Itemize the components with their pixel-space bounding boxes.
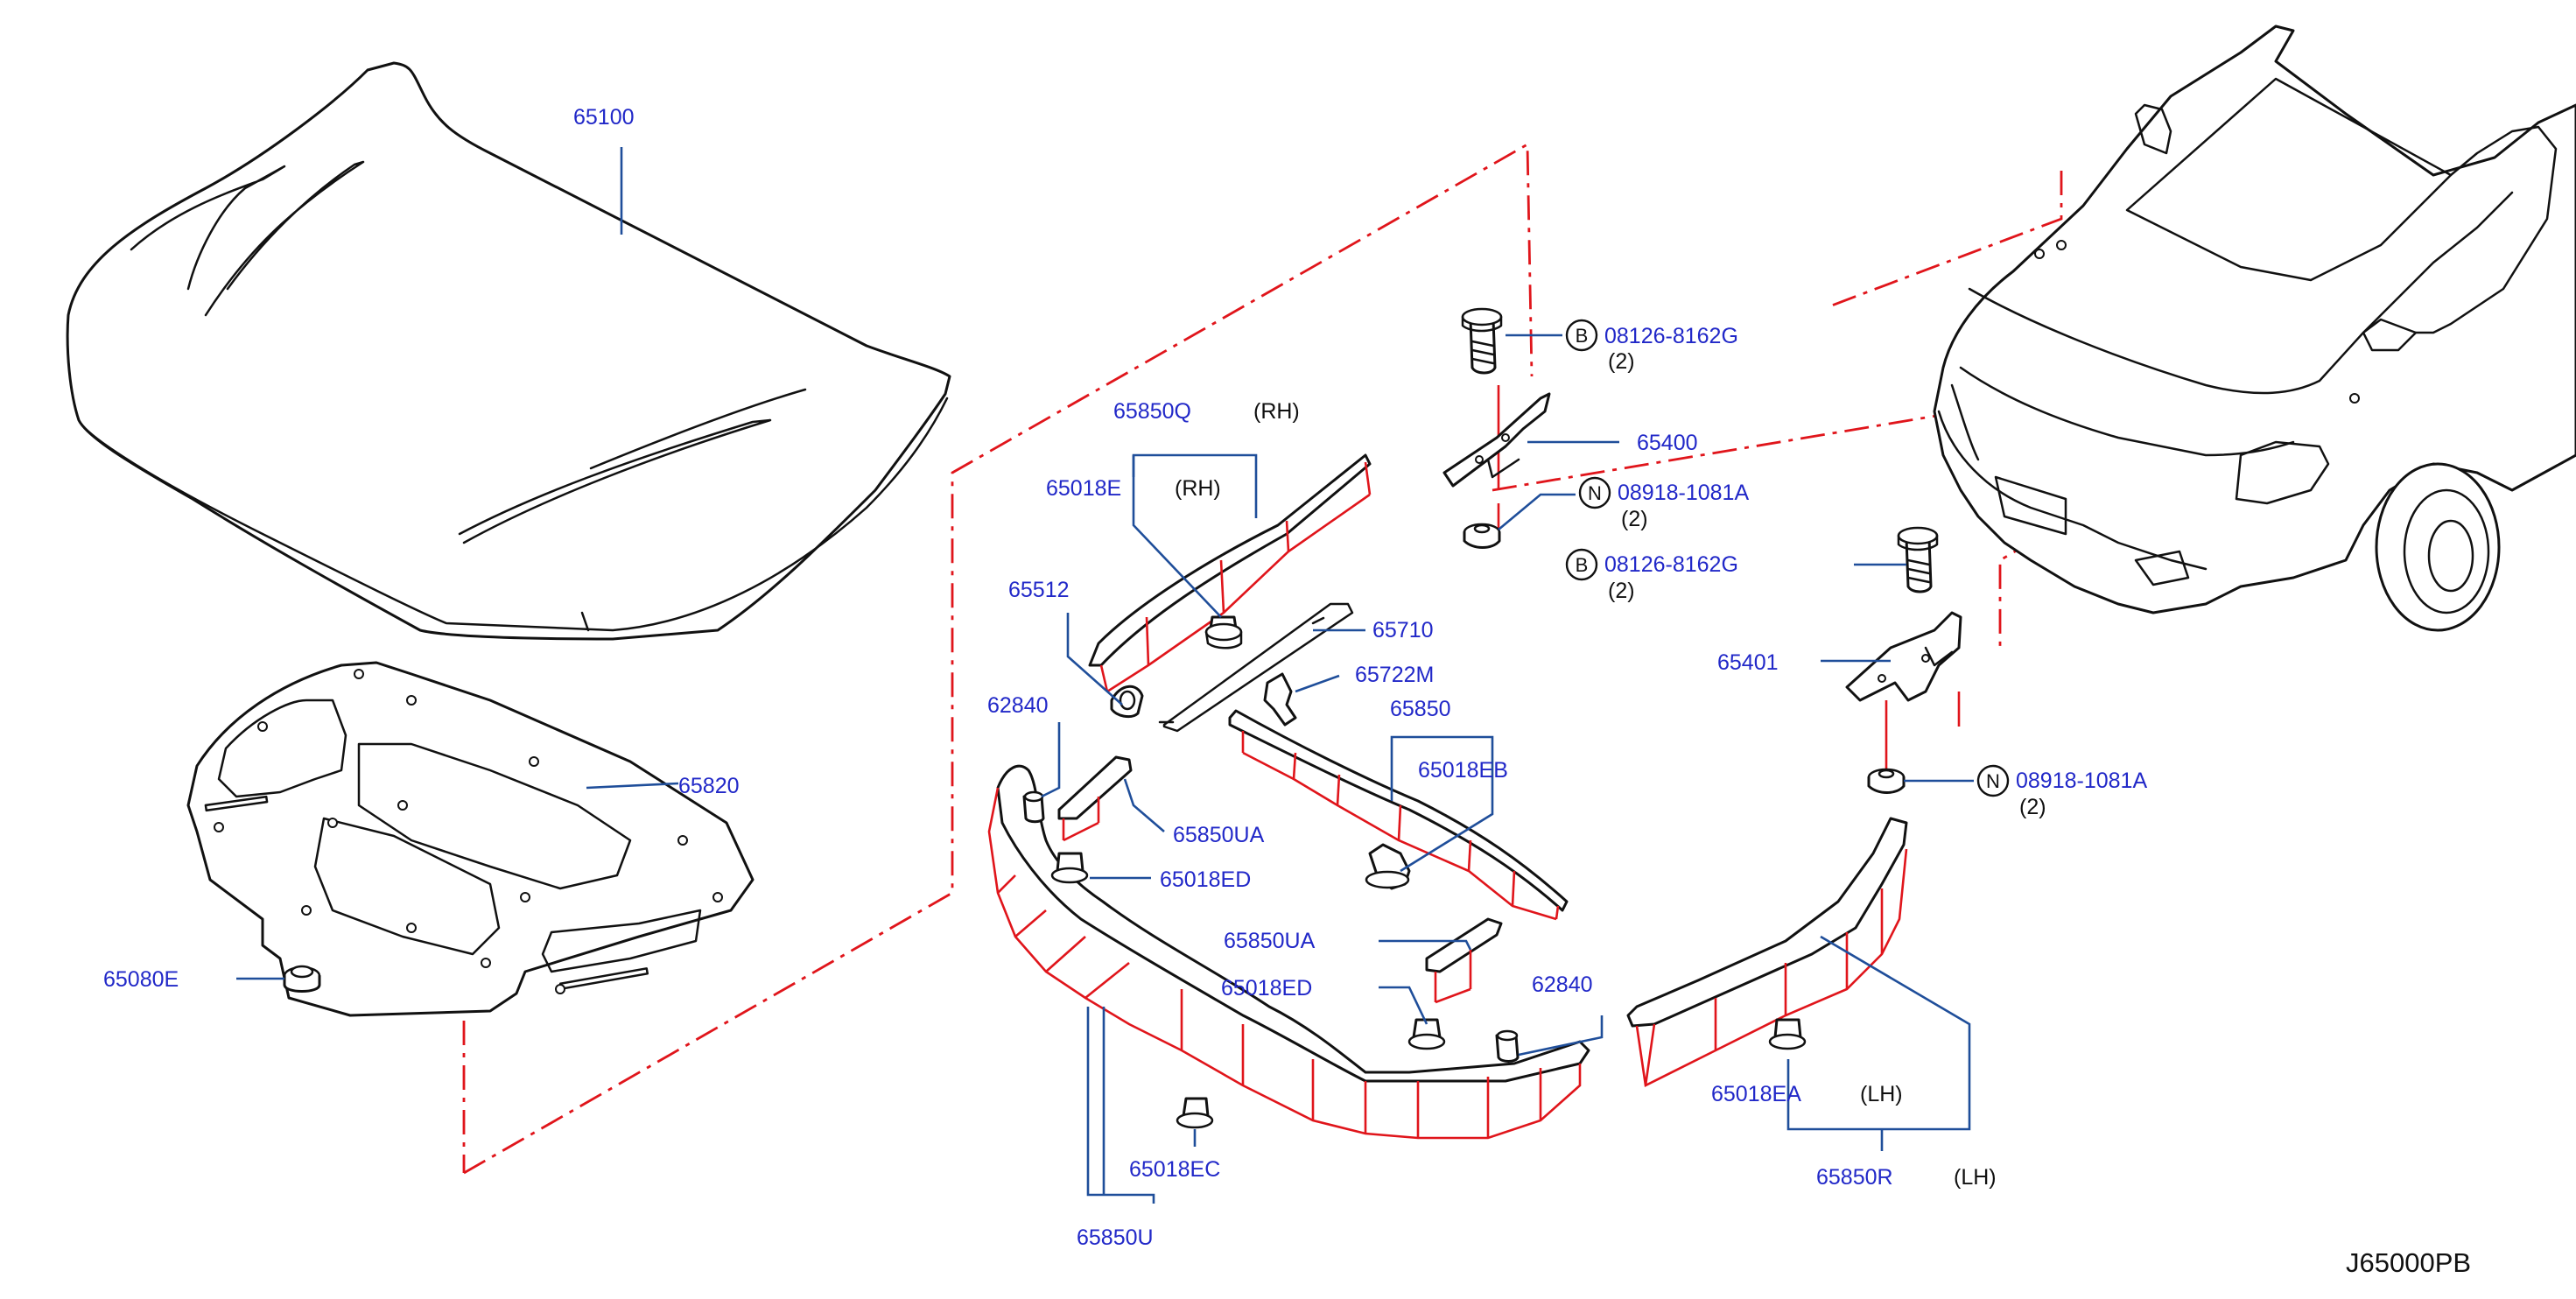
label-65018ea-side: (LH) (1860, 1082, 1903, 1106)
label-65850u: 65850U (1077, 1225, 1154, 1250)
nut-symbol-upper (1578, 476, 1611, 509)
clip-65018ed-right (1407, 1018, 1446, 1050)
hood-insulator-65820 (186, 661, 755, 1017)
stopper-62840-left (1022, 790, 1045, 824)
label-65400: 65400 (1637, 431, 1698, 455)
vehicle-front (1933, 25, 2576, 632)
label-65850q: 65850Q (1113, 399, 1191, 424)
bolt-upper (1461, 307, 1503, 375)
label-bolt-upper: 08126-8162G (1604, 324, 1738, 348)
hood-rod-65710 (1158, 602, 1354, 733)
label-65018ed-left: 65018ED (1160, 867, 1251, 892)
clip-65018ed-left (1050, 852, 1089, 884)
label-65850q-side: (RH) (1253, 399, 1300, 424)
seal-65850ua-left (1057, 755, 1133, 842)
label-65850r-side: (LH) (1954, 1165, 1997, 1190)
label-65018e: 65018E (1046, 476, 1121, 501)
nut-symbol-lower (1976, 764, 2010, 797)
label-65850ua-left: 65850UA (1173, 823, 1265, 847)
label-nut-lower: 08918-1081A (2016, 769, 2147, 793)
label-65018ec: 65018EC (1129, 1157, 1220, 1182)
clip-65018e (1204, 615, 1243, 650)
bolt-symbol-upper-text: B (1576, 325, 1589, 347)
label-nut-upper-qty: (2) (1621, 507, 1648, 531)
label-65018ed-right: 65018ED (1221, 976, 1312, 1001)
seal-65850u (987, 764, 1590, 1140)
bolt-symbol-lower (1565, 548, 1598, 581)
seal-65850r (1626, 817, 1908, 1087)
part-labels: 65100 65820 65080E 65850Q (RH) 65018E (R… (103, 105, 2471, 1278)
label-65850ua-right: 65850UA (1224, 929, 1316, 953)
symbol-circles: B N B N (1565, 319, 2010, 797)
label-65018e-side: (RH) (1175, 476, 1221, 501)
label-bolt-lower-qty: (2) (1608, 579, 1635, 603)
bolt-symbol-upper (1565, 319, 1598, 352)
bolt-symbol-lower-text: B (1576, 554, 1589, 576)
label-65018ea: 65018EA (1711, 1082, 1801, 1106)
leader-lines (236, 147, 1974, 1204)
label-nut-upper: 08918-1081A (1618, 481, 1749, 505)
label-62840-right: 62840 (1532, 972, 1593, 997)
label-bolt-upper-qty: (2) (1608, 349, 1635, 374)
label-bolt-lower: 08126-8162G (1604, 552, 1738, 577)
seal-65850q (1088, 453, 1372, 693)
label-65512: 65512 (1008, 578, 1070, 602)
seal-65850ua-right (1425, 917, 1503, 1004)
clip-65018eb (1365, 843, 1411, 890)
seal-65850 (1228, 709, 1569, 921)
nut-symbol-lower-text: N (1986, 770, 2000, 792)
label-65100: 65100 (573, 105, 635, 130)
nut-symbol-upper-text: N (1588, 482, 1602, 504)
nut-lower (1867, 768, 1906, 794)
clip-65018ea (1768, 1018, 1807, 1050)
label-65850r: 65850R (1816, 1165, 1893, 1190)
holder-65722m (1263, 672, 1297, 727)
bolt-lower (1897, 526, 1939, 593)
label-65018eb: 65018EB (1418, 758, 1508, 783)
hinge-65401 (1845, 611, 1962, 702)
diagram-reference-id: J65000PB (2346, 1247, 2471, 1278)
stopper-62840-right (1495, 1029, 1520, 1063)
hood-65100 (66, 61, 951, 641)
clip-65080e (283, 965, 321, 993)
bumper-65512 (1110, 685, 1144, 719)
label-65401: 65401 (1717, 650, 1779, 675)
hinge-65400 (1442, 392, 1551, 488)
clip-65018ec (1176, 1097, 1214, 1129)
label-65080e: 65080E (103, 967, 179, 992)
nut-upper (1463, 523, 1501, 549)
label-nut-lower-qty: (2) (2019, 795, 2046, 819)
label-65710: 65710 (1372, 618, 1434, 642)
label-65820: 65820 (678, 774, 740, 798)
label-65850: 65850 (1390, 697, 1451, 721)
label-62840-left: 62840 (987, 693, 1049, 718)
label-65722m: 65722M (1355, 663, 1434, 687)
